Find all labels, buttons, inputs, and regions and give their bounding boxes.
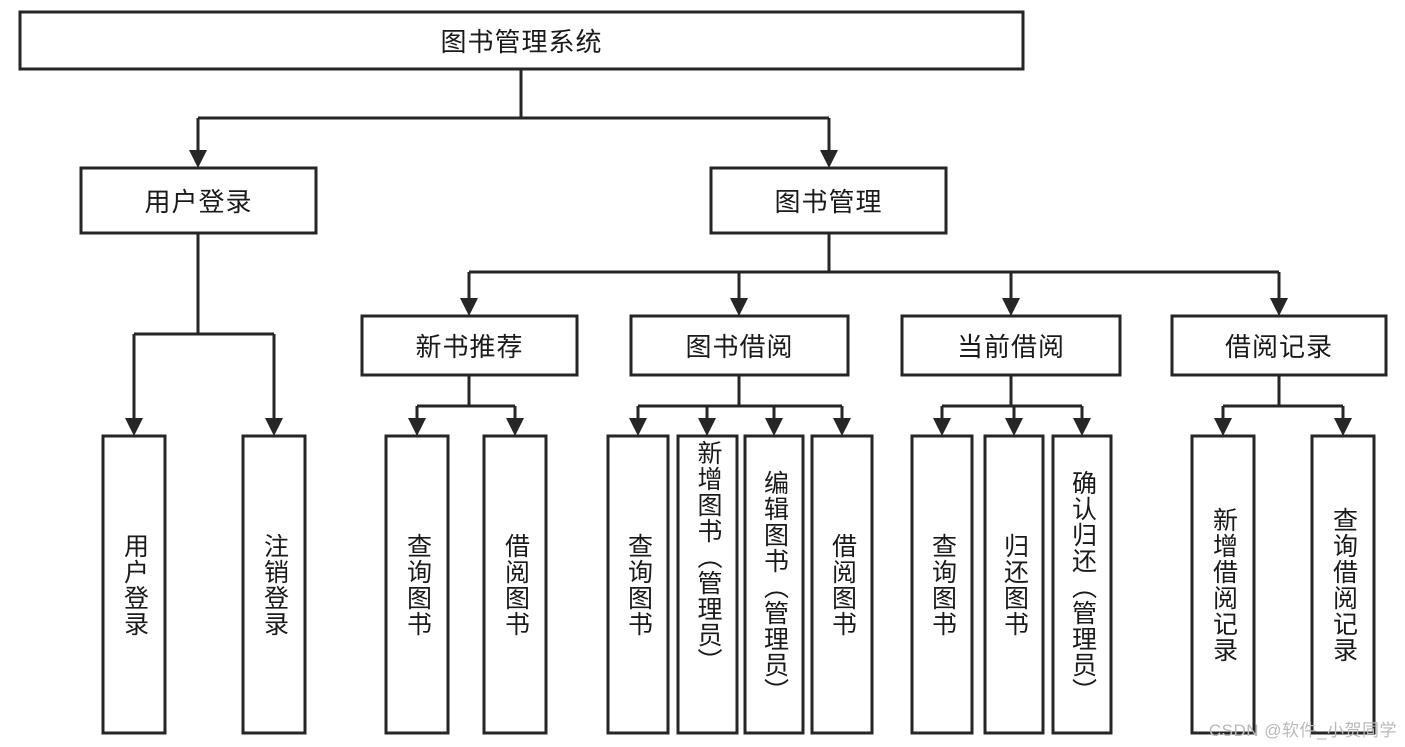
- node-box-leaf-user-login[interactable]: [101, 434, 167, 735]
- node-box-current-borrow[interactable]: [900, 314, 1122, 377]
- connector-borrow-records-to-leaves: [1214, 375, 1352, 436]
- connector-root-to-level2: [189, 69, 838, 168]
- node-box-leaf-borrow-book[interactable]: [810, 434, 874, 735]
- node-box-book-management[interactable]: [709, 166, 948, 235]
- node-box-book-borrow[interactable]: [629, 314, 850, 377]
- connector-book-management-to-level3: [460, 233, 1288, 316]
- node-box-leaf-add-borrow-record[interactable]: [1190, 434, 1256, 735]
- node-box-leaf-return-book[interactable]: [983, 434, 1045, 735]
- connector-current-borrow-to-leaves: [933, 375, 1091, 436]
- connector-user-login-to-leaves: [125, 233, 283, 436]
- csdn-watermark: CSDN @软件_小贺同学: [1208, 721, 1397, 740]
- node-box-leaf-query-book-new[interactable]: [384, 434, 450, 735]
- node-box-leaf-query-book-borrow[interactable]: [606, 434, 670, 735]
- node-box-leaf-confirm-return-admin[interactable]: [1051, 434, 1113, 735]
- node-box-leaf-edit-book-admin[interactable]: [743, 434, 805, 735]
- node-box-leaf-borrow-book-new[interactable]: [482, 434, 548, 735]
- node-box-root[interactable]: [18, 10, 1025, 71]
- node-box-leaf-logout-login[interactable]: [241, 434, 307, 735]
- node-box-leaf-add-book-admin[interactable]: [676, 434, 739, 735]
- connector-book-borrow-to-leaves: [629, 375, 851, 436]
- node-box-borrow-records[interactable]: [1170, 314, 1388, 377]
- node-box-leaf-query-book-current[interactable]: [910, 434, 974, 735]
- node-box-leaf-query-borrow-record[interactable]: [1310, 434, 1376, 735]
- node-box-user-login[interactable]: [79, 166, 318, 235]
- node-box-new-book-recommend[interactable]: [360, 314, 579, 377]
- connector-new-book-recommend-to-leaves: [408, 375, 524, 436]
